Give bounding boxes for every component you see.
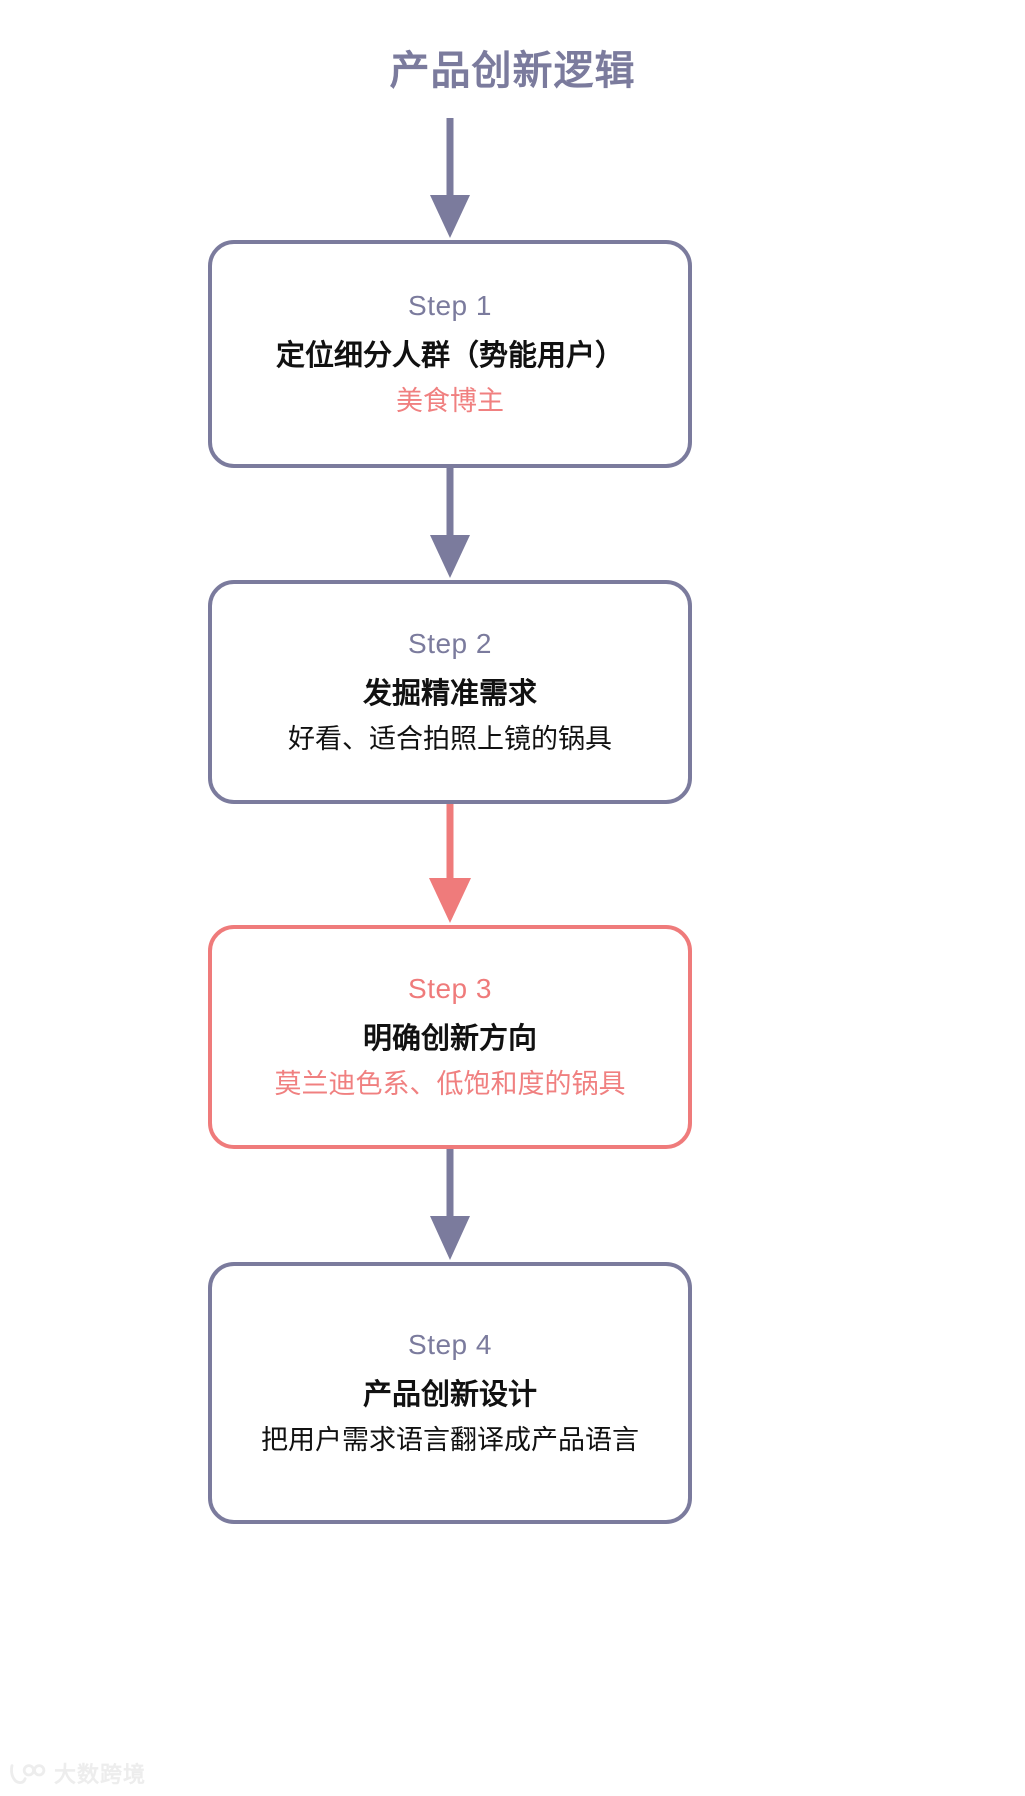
- flow-node-step-4[interactable]: Step 4 产品创新设计 把用户需求语言翻译成产品语言: [208, 1262, 692, 1524]
- step-heading: 产品创新设计: [362, 1379, 537, 1412]
- watermark-text: 大数跨境: [54, 1762, 147, 1787]
- connector-step-1-to-step-2: [430, 468, 470, 578]
- step-heading: 发掘精准需求: [362, 678, 537, 711]
- step-detail: 美食博主: [396, 386, 504, 417]
- flow-node-step-1[interactable]: Step 1 定位细分人群（势能用户） 美食博主: [208, 240, 692, 468]
- step-label: Step 3: [408, 973, 492, 1005]
- step-heading: 定位细分人群（势能用户）: [275, 340, 624, 373]
- step-detail: 莫兰迪色系、低饱和度的锅具: [274, 1069, 626, 1100]
- connector-title-to-step-1: [430, 118, 470, 238]
- flow-node-step-3[interactable]: Step 3 明确创新方向 莫兰迪色系、低饱和度的锅具: [208, 925, 692, 1149]
- page-title: 产品创新逻辑: [389, 49, 636, 93]
- logo-icon: [10, 1764, 46, 1785]
- watermark: 大数跨境: [8, 1760, 146, 1790]
- step-detail: 好看、适合拍照上镜的锅具: [288, 724, 612, 755]
- step-heading: 明确创新方向: [362, 1023, 537, 1056]
- flow-node-step-2[interactable]: Step 2 发掘精准需求 好看、适合拍照上镜的锅具: [208, 580, 692, 804]
- step-label: Step 1: [408, 290, 492, 322]
- connector-step-2-to-step-3: [429, 804, 471, 923]
- step-label: Step 4: [408, 1329, 492, 1361]
- step-detail: 把用户需求语言翻译成产品语言: [261, 1425, 639, 1456]
- step-label: Step 2: [408, 628, 492, 660]
- connector-step-3-to-step-4: [430, 1149, 470, 1260]
